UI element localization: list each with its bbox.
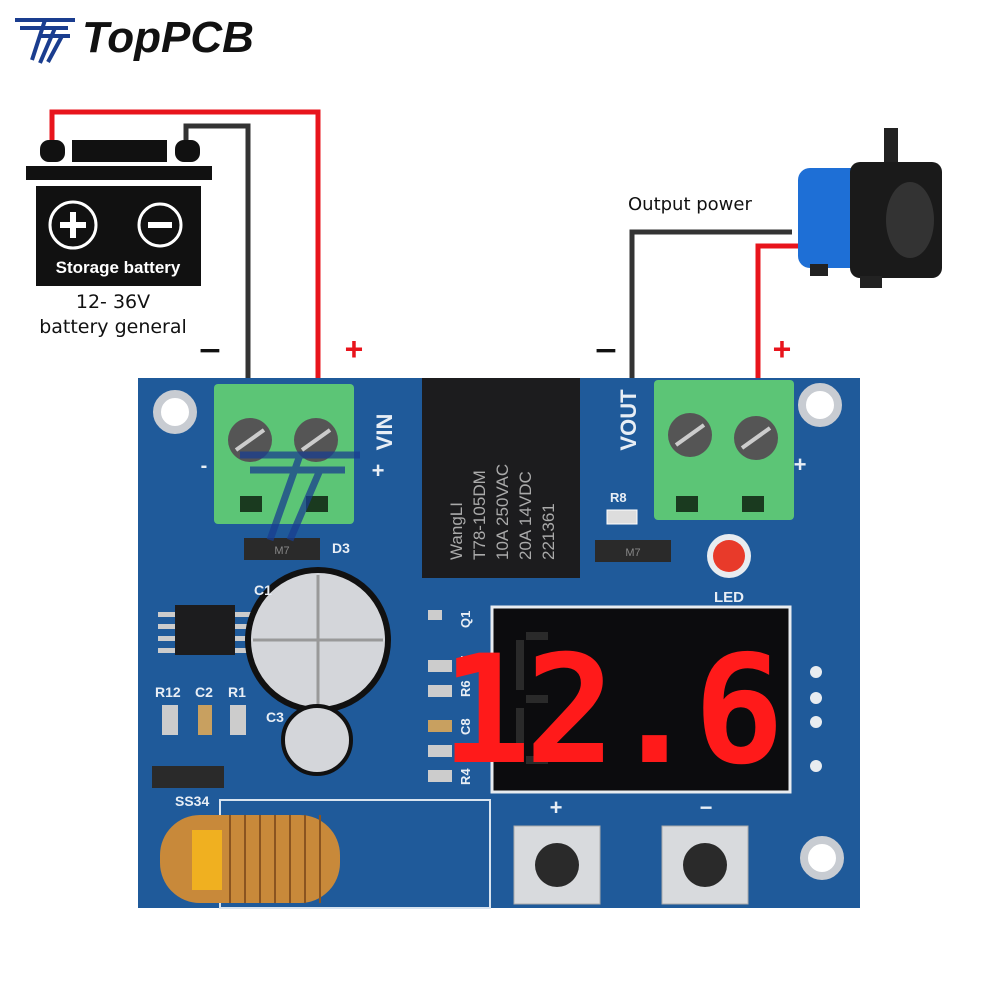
display-value: 12.6 bbox=[441, 624, 778, 798]
watermark-logo-icon bbox=[240, 451, 360, 542]
resistor-r1 bbox=[230, 705, 246, 735]
capacitor-c2 bbox=[198, 705, 212, 735]
led-label: LED bbox=[714, 589, 744, 606]
brand-name: TopPCB bbox=[82, 13, 254, 62]
r6-label: R6 bbox=[458, 680, 473, 697]
brand-logo: TopPCB bbox=[15, 13, 254, 64]
resistor-r7 bbox=[428, 660, 452, 672]
seven-segment-display: 12.6 bbox=[441, 605, 792, 798]
input-plus-symbol: + bbox=[345, 331, 364, 367]
relay-line: 221361 bbox=[539, 503, 558, 560]
pcb-board: VIN - + WangLI T78-105DM 10A 250VAC 20A … bbox=[138, 378, 860, 909]
inductor-coil bbox=[160, 815, 340, 903]
led-indicator bbox=[713, 540, 745, 572]
resistor-r6 bbox=[428, 685, 452, 697]
battery-note: battery general bbox=[39, 316, 187, 338]
battery-label: Storage battery bbox=[56, 258, 181, 277]
diode-ss34 bbox=[152, 766, 224, 788]
c3-label: C3 bbox=[266, 709, 284, 725]
d3-label: D3 bbox=[332, 540, 350, 556]
plus-button-label: + bbox=[550, 795, 563, 820]
r12-label: R12 bbox=[155, 684, 181, 700]
minus-button[interactable] bbox=[661, 825, 749, 905]
storage-battery-icon: Storage battery bbox=[26, 140, 212, 286]
water-pump-icon bbox=[798, 128, 942, 288]
ss34-label: SS34 bbox=[175, 793, 209, 809]
pcb-input-plus: + bbox=[372, 458, 385, 483]
pcb-output-plus: + bbox=[794, 452, 807, 477]
c2-label: C2 bbox=[195, 684, 213, 700]
capacitor-c3 bbox=[281, 704, 353, 776]
output-positive-wire bbox=[755, 243, 800, 378]
diode-mark: M7 bbox=[274, 545, 289, 557]
mounting-hole bbox=[798, 383, 842, 427]
r1-label: R1 bbox=[228, 684, 246, 700]
relay-line: 20A 14VDC bbox=[516, 471, 535, 560]
capacitor-c8 bbox=[428, 720, 452, 732]
ic-chip bbox=[158, 605, 252, 655]
mounting-hole bbox=[800, 836, 844, 880]
c1-label: C1 bbox=[254, 582, 272, 598]
c8-label: C8 bbox=[458, 718, 473, 735]
battery-voltage: 12- 36V bbox=[76, 291, 150, 313]
vin-label: VIN bbox=[372, 414, 397, 451]
output-minus-symbol: − bbox=[593, 333, 618, 368]
plus-button[interactable] bbox=[513, 825, 601, 905]
output-negative-wire bbox=[629, 229, 792, 378]
r4-label: R4 bbox=[458, 768, 473, 785]
resistor-r4 bbox=[428, 770, 452, 782]
relay-line: T78-105DM bbox=[470, 470, 489, 560]
relay-line: WangLI bbox=[447, 502, 466, 560]
display-unlit-digit bbox=[516, 632, 548, 764]
output-plus-symbol: + bbox=[773, 331, 792, 367]
vout-label: VOUT bbox=[616, 389, 641, 451]
output-terminal-block bbox=[654, 380, 794, 520]
output-power-label: Output power bbox=[628, 194, 752, 215]
r5-label: R5 bbox=[458, 743, 473, 760]
resistor-r5 bbox=[428, 745, 452, 757]
input-positive-wire bbox=[49, 109, 321, 378]
diode-d3 bbox=[244, 538, 320, 560]
input-minus-symbol: − bbox=[197, 333, 222, 368]
resistor-r8 bbox=[606, 509, 638, 525]
relay-line: 10A 250VAC bbox=[493, 464, 512, 560]
q1-label: Q1 bbox=[458, 611, 473, 628]
diode bbox=[595, 540, 671, 562]
resistor-r12 bbox=[162, 705, 178, 735]
minus-button-label: − bbox=[700, 795, 713, 820]
pcb-input-minus: - bbox=[201, 455, 208, 477]
mounting-hole bbox=[153, 390, 197, 434]
diode-mark: M7 bbox=[625, 547, 640, 559]
transistor-q1 bbox=[428, 610, 442, 620]
r8-label: R8 bbox=[610, 490, 627, 505]
r7-label: R7 bbox=[458, 655, 473, 672]
logo-mark-icon bbox=[15, 18, 75, 64]
relay: WangLI T78-105DM 10A 250VAC 20A 14VDC 22… bbox=[422, 378, 580, 578]
input-negative-wire bbox=[183, 123, 251, 378]
